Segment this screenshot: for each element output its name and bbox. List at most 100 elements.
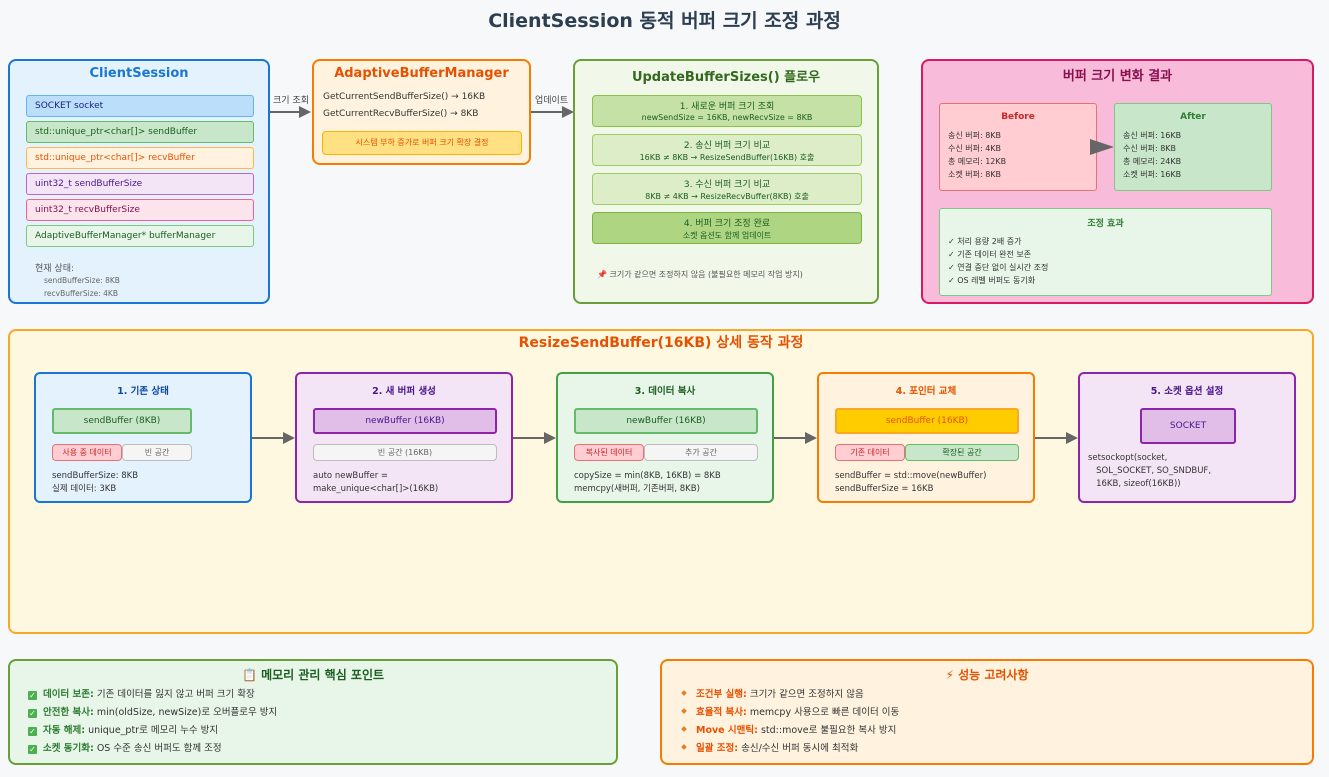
- step1-code: sendBufferSize: 8KB 실제 데이터: 3KB: [52, 471, 139, 494]
- flow-step-2: 2. 송신 버퍼 크기 비교 16KB ≠ 8KB → ResizeSendBu…: [592, 134, 862, 166]
- step1-send-buffer: sendBuffer (8KB): [52, 408, 192, 434]
- memory-item-4-bold: 소켓 동기화:: [43, 743, 94, 754]
- result-title: 버퍼 크기 변화 결과: [1062, 69, 1173, 84]
- resize-step-4: 4. 포인터 교체 sendBuffer (16KB) 기존 데이터 확장된 공…: [817, 372, 1035, 503]
- resize-step-3: 3. 데이터 복사 newBuffer (16KB) 복사된 데이터 추가 공간…: [556, 372, 774, 503]
- perf-item-3-bold: Move 시맨틱:: [696, 725, 758, 736]
- result-panel: 버퍼 크기 변화 결과 Before 송신 버퍼: 8KB 수신 버퍼: 4KB…: [921, 59, 1314, 304]
- memory-item-3-text: unique_ptr로 메모리 누수 방지: [85, 725, 219, 736]
- check-icon: ✓: [28, 745, 37, 754]
- step1-free-space: 빈 공간: [122, 444, 192, 461]
- check-icon: ✓: [28, 691, 37, 700]
- resize-arrow-1-head: [283, 432, 295, 444]
- field-send-size: uint32_t sendBufferSize: [26, 173, 254, 195]
- memory-item-4: ✓소켓 동기화: OS 수준 송신 버퍼도 함께 조정: [28, 740, 277, 758]
- flow-step-2-title: 2. 송신 버퍼 크기 비교: [683, 141, 771, 151]
- adaptive-line-send: GetCurrentSendBufferSize() → 16KB: [323, 92, 486, 102]
- effect-line-2: ✓ 기존 데이터 완전 보존: [948, 250, 1032, 259]
- adaptive-manager-panel: AdaptiveBufferManager GetCurrentSendBuff…: [312, 59, 531, 165]
- flow-step-4: 4. 버퍼 크기 조정 완료 소켓 옵션도 함께 업데이트: [592, 212, 862, 244]
- memory-list: ✓데이터 보존: 기존 데이터를 잃지 않고 버퍼 크기 확장 ✓안전한 복사:…: [28, 686, 277, 758]
- bullet-icon: [681, 726, 687, 732]
- field-buffer-manager: AdaptiveBufferManager* bufferManager: [26, 225, 254, 247]
- memory-item-2-bold: 안전한 복사:: [43, 707, 94, 718]
- step4-expanded-space: 확장된 공간: [905, 444, 1019, 461]
- arrow-update-head: [562, 106, 574, 118]
- step3-code: copySize = min(8KB, 16KB) = 8KB memcpy(새…: [574, 471, 721, 494]
- lightning-icon: ⚡: [945, 668, 954, 682]
- memory-panel: 📋 메모리 관리 핵심 포인트 ✓데이터 보존: 기존 데이터를 잃지 않고 버…: [8, 659, 618, 765]
- resize-step-2-title: 2. 새 버퍼 생성: [372, 386, 436, 397]
- step3-extra-space: 추가 공간: [644, 444, 758, 461]
- update-flow-title: UpdateBufferSizes() 플로우: [631, 70, 821, 85]
- perf-item-4-text: 송신/수신 버퍼 동시에 최적화: [738, 743, 859, 754]
- bullet-icon: [681, 744, 687, 750]
- perf-item-1-text: 크기가 같으면 조정하지 않음: [746, 689, 864, 700]
- perf-item-3-text: std::move로 불필요한 복사 방지: [757, 725, 897, 736]
- flow-note-text: 크기가 같으면 조정하지 않음 (불필요한 메모리 작업 방지): [609, 270, 803, 279]
- memory-item-1-bold: 데이터 보존:: [43, 689, 94, 700]
- before-title: Before: [1001, 112, 1035, 122]
- resize-step-5: 5. 소켓 옵션 설정 SOCKET setsockopt(socket, SO…: [1078, 372, 1296, 503]
- step2-new-buffer: newBuffer (16KB): [313, 408, 497, 434]
- step4-code: sendBuffer = std::move(newBuffer) sendBu…: [835, 471, 987, 494]
- page-title: ClientSession 동적 버퍼 크기 조정 과정: [488, 10, 841, 32]
- memory-item-3: ✓ 자동 해제: unique_ptr로 메모리 누수 방지: [28, 722, 277, 740]
- check-icon: ✓: [28, 727, 37, 736]
- resize-step-1-title: 1. 기존 상태: [117, 386, 169, 397]
- flow-step-1-title: 1. 새로운 버퍼 크기 조회: [679, 102, 775, 112]
- before-line-1: 송신 버퍼: 8KB: [948, 131, 1002, 140]
- resize-step-2: 2. 새 버퍼 생성 newBuffer (16KB) 빈 공간 (16KB) …: [295, 372, 513, 503]
- memory-item-2-text: min(oldSize, newSize)로 오버플로우 방지: [93, 707, 278, 718]
- memory-item-2: ✓안전한 복사: min(oldSize, newSize)로 오버플로우 방지: [28, 704, 277, 722]
- perf-item-4-bold: 일괄 조정:: [696, 743, 739, 754]
- flow-step-4-title: 4. 버퍼 크기 조정 완료: [683, 219, 771, 229]
- flow-step-3-title: 3. 수신 버퍼 크기 비교: [683, 180, 771, 190]
- effect-title: 조정 효과: [1087, 219, 1124, 229]
- after-line-4: 소켓 버퍼: 16KB: [1123, 170, 1182, 179]
- client-session-title: ClientSession: [89, 66, 189, 81]
- resize-arrow-3: [774, 437, 806, 439]
- flow-step-1-detail: newSendSize = 16KB, newRecvSize = 8KB: [641, 113, 813, 122]
- arrow-label-update: 업데이트: [535, 96, 569, 106]
- perf-item-2: 효율적 복사: memcpy 사용으로 빠른 데이터 이동: [681, 704, 900, 722]
- effect-line-1: ✓ 처리 용량 2배 증가: [948, 237, 1022, 246]
- after-line-3: 총 메모리: 24KB: [1123, 157, 1182, 166]
- adaptive-decision-note: 시스템 부하 증가로 버퍼 크기 확장 결정: [322, 131, 522, 155]
- arrow-query-head: [299, 106, 311, 118]
- performance-title-text: 성능 고려사항: [958, 668, 1029, 682]
- step2-code: auto newBuffer = make_unique<char[]>(16K…: [313, 471, 439, 494]
- adaptive-line-recv: GetCurrentRecvBufferSize() → 8KB: [323, 109, 479, 119]
- perf-item-3: Move 시맨틱: std::move로 불필요한 복사 방지: [681, 722, 899, 740]
- resize-arrow-1: [252, 437, 284, 439]
- resize-arrow-4-head: [1066, 432, 1078, 444]
- clipboard-icon: 📋: [241, 668, 257, 682]
- perf-item-1: 조건부 실행: 크기가 같으면 조정하지 않음: [681, 686, 899, 704]
- step3-copied-data: 복사된 데이터: [574, 444, 644, 461]
- before-line-4: 소켓 버퍼: 8KB: [948, 170, 1002, 179]
- step1-used-data: 사용 중 데이터: [52, 444, 122, 461]
- pin-icon: 📌: [597, 270, 607, 279]
- memory-item-3-bold: 자동 해제:: [43, 725, 86, 736]
- effect-line-3: ✓ 연결 중단 없이 실시간 조정: [948, 263, 1049, 272]
- effect-line-4: ✓ OS 레벨 버퍼도 동기화: [948, 276, 1036, 285]
- performance-list: 조건부 실행: 크기가 같으면 조정하지 않음 효율적 복사: memcpy 사…: [681, 686, 900, 758]
- after-line-2: 수신 버퍼: 8KB: [1123, 144, 1177, 153]
- arrow-update-line: [531, 111, 563, 113]
- after-title: After: [1180, 112, 1206, 122]
- resize-step-3-title: 3. 데이터 복사: [634, 386, 696, 397]
- field-recv-size: uint32_t recvBufferSize: [26, 199, 254, 221]
- flow-step-2-detail: 16KB ≠ 8KB → ResizeSendBuffer(16KB) 호출: [639, 153, 815, 162]
- perf-item-4: 일괄 조정: 송신/수신 버퍼 동시에 최적화: [681, 740, 899, 758]
- after-box: After 송신 버퍼: 16KB 수신 버퍼: 8KB 총 메모리: 24KB…: [1114, 103, 1272, 191]
- adaptive-manager-title: AdaptiveBufferManager: [334, 66, 509, 81]
- flow-step-3-detail: 8KB ≠ 4KB → ResizeRecvBuffer(8KB) 호출: [645, 192, 809, 201]
- resize-step-5-title: 5. 소켓 옵션 설정: [1150, 386, 1224, 397]
- step2-empty-space: 빈 공간 (16KB): [313, 444, 497, 461]
- perf-item-2-text: memcpy 사용으로 빠른 데이터 이동: [746, 707, 900, 718]
- after-line-1: 송신 버퍼: 16KB: [1123, 131, 1182, 140]
- before-line-2: 수신 버퍼: 4KB: [948, 144, 1002, 153]
- arrow-label-query: 크기 조회: [273, 96, 309, 106]
- result-arrow-head: [1090, 139, 1114, 155]
- resize-step-4-title: 4. 포인터 교체: [895, 386, 957, 397]
